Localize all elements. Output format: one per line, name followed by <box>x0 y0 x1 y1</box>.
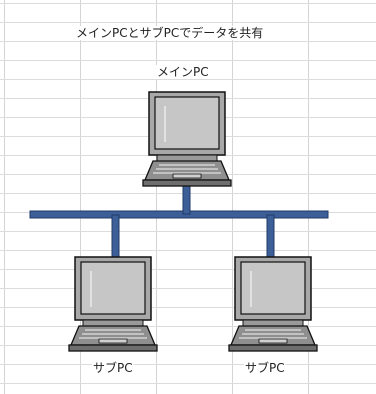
sub-pc-left-label: サブPC <box>92 361 134 375</box>
sub-pc-left-laptop-icon <box>68 256 158 352</box>
main-pc-laptop-icon <box>142 91 232 187</box>
diagram-title: メインPCとサブPCでデータを共有 <box>75 26 265 40</box>
sub-pc-right-label: サブPC <box>244 361 286 375</box>
main-pc-label: メインPC <box>156 65 210 79</box>
network-cable <box>29 183 329 259</box>
sub-pc-right-laptop-icon <box>228 256 318 352</box>
